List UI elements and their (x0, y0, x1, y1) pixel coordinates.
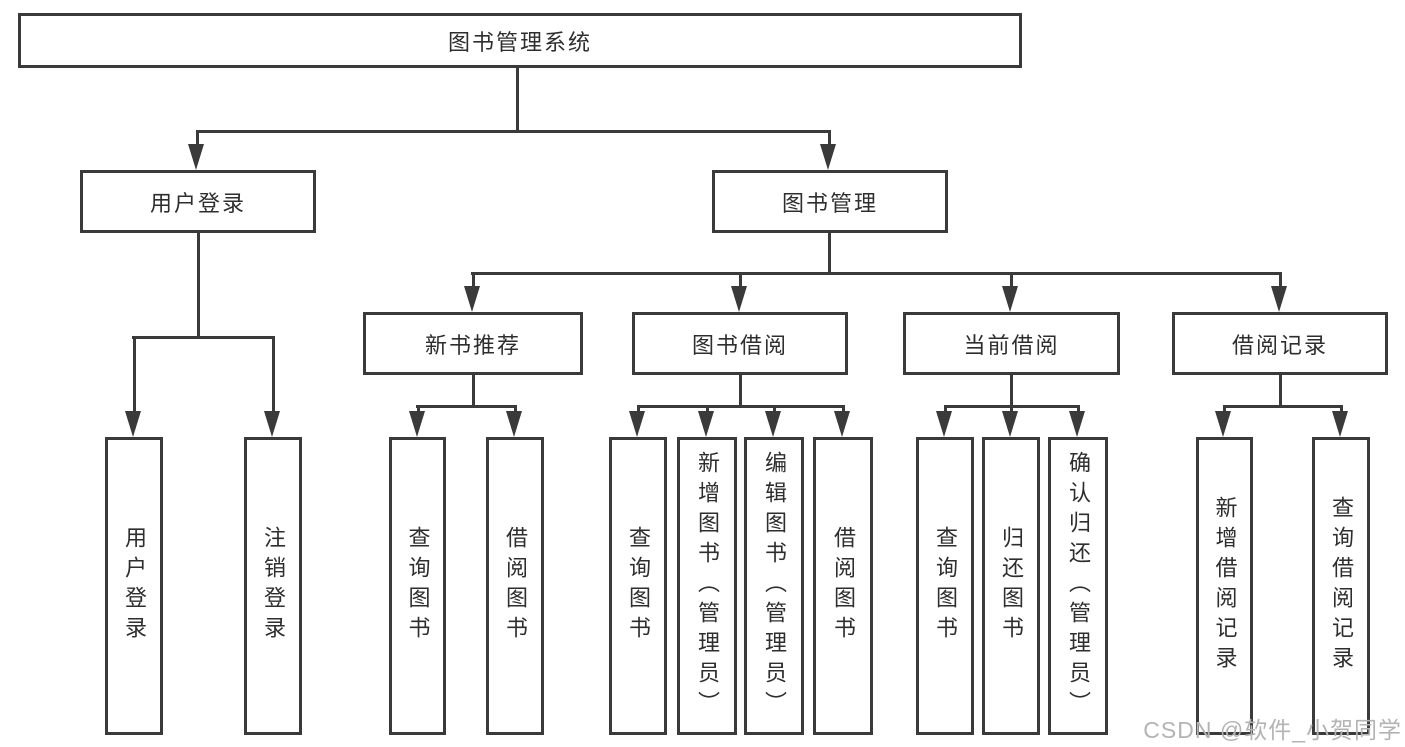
arrow-down-icon (765, 411, 781, 437)
connector-line (471, 272, 1282, 275)
arrow-down-icon (834, 411, 850, 437)
connector-line (133, 336, 136, 413)
arrow-down-icon (1002, 411, 1018, 437)
leaf-current-query: 查询图书 (916, 437, 974, 735)
connector-line (196, 130, 199, 146)
connector-line (1077, 405, 1080, 413)
leaf-user-login: 用户登录 (105, 437, 163, 735)
connector-line (132, 336, 275, 339)
connector-line (739, 375, 742, 407)
connector-line (637, 405, 640, 413)
leaf-current-confirm: 确认归还（管理员） (1048, 437, 1108, 735)
connector-line (706, 405, 709, 413)
connector-line (1340, 405, 1343, 413)
leaf-borrow-query: 查询图书 (609, 437, 667, 735)
connector-line (842, 405, 845, 413)
node-root: 图书管理系统 (18, 13, 1022, 68)
connector-line (944, 405, 947, 413)
connector-line (1279, 272, 1282, 288)
leaf-borrow-borrow: 借阅图书 (813, 437, 873, 735)
connector-line (514, 405, 517, 413)
node-user-login: 用户登录 (80, 170, 316, 233)
connector-line (196, 130, 831, 133)
connector-line (1010, 405, 1013, 413)
connector-line (1279, 375, 1282, 407)
leaf-record-query: 查询借阅记录 (1312, 437, 1370, 735)
leaf-record-add: 新增借阅记录 (1196, 437, 1253, 735)
connector-line (828, 130, 831, 146)
connector-line (516, 68, 519, 131)
arrow-down-icon (629, 411, 645, 437)
arrow-down-icon (1271, 286, 1287, 312)
arrow-down-icon (1332, 411, 1348, 437)
arrow-down-icon (464, 286, 480, 312)
connector-line (773, 405, 776, 413)
connector-line (416, 405, 517, 408)
node-current-borrow: 当前借阅 (903, 312, 1120, 375)
arrow-down-icon (731, 286, 747, 312)
arrow-down-icon (409, 411, 425, 437)
arrow-down-icon (264, 411, 280, 437)
connector-line (472, 272, 475, 288)
node-book-borrow: 图书借阅 (632, 312, 848, 375)
connector-line (272, 336, 275, 413)
arrow-down-icon (125, 411, 141, 437)
connector-line (1010, 375, 1013, 407)
leaf-logout: 注销登录 (244, 437, 302, 735)
arrow-down-icon (698, 411, 714, 437)
connector-line (417, 405, 420, 413)
arrow-down-icon (1069, 411, 1085, 437)
connector-line (1223, 405, 1343, 408)
leaf-newbook-borrow: 借阅图书 (486, 437, 544, 735)
node-borrow-record: 借阅记录 (1172, 312, 1388, 375)
watermark: CSDN @软件_小贺同学 (1143, 717, 1402, 743)
leaf-newbook-query: 查询图书 (389, 437, 446, 735)
leaf-borrow-add: 新增图书（管理员） (677, 437, 737, 735)
arrow-down-icon (1215, 411, 1231, 437)
arrow-down-icon (936, 411, 952, 437)
connector-line (637, 405, 845, 408)
connector-line (739, 272, 742, 288)
connector-line (1223, 405, 1226, 413)
connector-line (1010, 272, 1013, 288)
leaf-current-return: 归还图书 (982, 437, 1040, 735)
node-new-book-rec: 新书推荐 (363, 312, 583, 375)
arrow-down-icon (506, 411, 522, 437)
node-book-mgmt: 图书管理 (712, 170, 948, 233)
arrow-down-icon (820, 144, 836, 170)
connector-line (197, 233, 200, 336)
arrow-down-icon (1002, 286, 1018, 312)
connector-line (828, 233, 831, 274)
leaf-borrow-edit: 编辑图书（管理员） (744, 437, 804, 735)
arrow-down-icon (188, 144, 204, 170)
connector-line (472, 375, 475, 407)
